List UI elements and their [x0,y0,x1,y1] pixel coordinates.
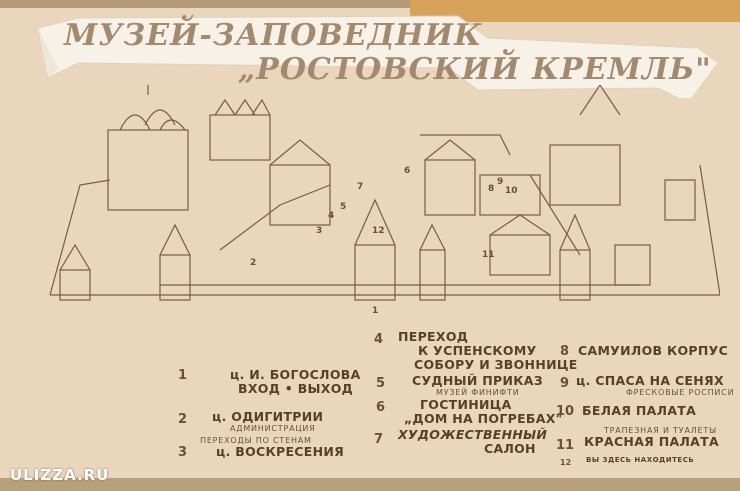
legend-label-6b: „ДОМ НА ПОГРЕБАХ" [404,411,563,426]
legend-num-1: 1 [178,368,188,383]
legend-label-9: ц. СПАСА НА СЕНЯХ [576,373,724,388]
legend-num-10: 10 [556,404,575,419]
kremlin-illustration [49,85,720,301]
legend-label-1: ц. И. БОГОСЛОВА [230,367,361,382]
map-number-9: 9 [497,177,504,187]
legend-num-8: 8 [560,344,570,359]
map-number-3: 3 [316,226,323,236]
title-line-1: МУЗЕЙ-ЗАПОВЕДНИК [64,18,483,53]
map-number-7: 7 [357,182,364,192]
map-number-1: 1 [372,306,379,316]
legend-label-6: ГОСТИНИЦА [420,397,512,412]
legend-item-1: ц. И. БОГОСЛОВА ВХОД • ВЫХОД [230,368,361,396]
map-number-11: 11 [482,250,495,260]
legend-label-4: ПЕРЕХОД [398,329,469,344]
legend-label-10: БЕЛАЯ ПАЛАТА [582,403,697,418]
legend-sub-5: МУЗЕЙ ФИНИФТИ [436,388,520,397]
map-number-12: 12 [372,226,385,236]
legend-label-7: ХУДОЖЕСТВЕННЫЙ [398,427,548,442]
legend-num-12: 12 [560,458,572,467]
legend-num-9: 9 [560,376,570,391]
title-line-2: „РОСТОВСКИЙ КРЕМЛЬ" [238,52,712,87]
legend-sub-9: ФРЕСКОВЫЕ РОСПИСИ [626,388,735,397]
legend-label-2: ц. ОДИГИТРИИ [212,409,324,424]
legend-num-5: 5 [376,376,386,391]
legend-item-2: ц. ОДИГИТРИИ АДМИНИСТРАЦИЯ [212,409,324,434]
legend-num-7: 7 [374,432,384,447]
legend-item-4: ПЕРЕХОД К УСПЕНСКОМУ СОБОРУ И ЗВОННИЦЕ [398,330,578,372]
map-number-4: 4 [328,211,335,221]
you-are-here-label: ВЫ ЗДЕСЬ НАХОДИТЕСЬ [586,456,695,464]
legend-label-4b: К УСПЕНСКОМУ [418,343,537,358]
legend-num-11: 11 [556,438,575,453]
legend-item-6: ГОСТИНИЦА „ДОМ НА ПОГРЕБАХ" [404,397,562,426]
board-top-edge [0,0,740,8]
map-number-2: 2 [250,258,257,268]
legend-item-7: ХУДОЖЕСТВЕННЫЙ САЛОН [398,428,547,456]
map-number-10: 10 [505,186,518,196]
watermark: ULIZZA.RU [10,466,110,484]
legend-label-4c: СОБОРУ И ЗВОННИЦЕ [414,357,578,372]
ground-strip [0,478,740,491]
map-number-5: 5 [340,202,347,212]
legend-num-2: 2 [178,412,188,427]
legend-num-4: 4 [374,332,384,347]
legend-sub-2: АДМИНИСТРАЦИЯ [230,424,316,433]
legend-item-5: СУДНЫЙ ПРИКАЗ МУЗЕЙ ФИНИФТИ [412,373,543,398]
legend-label-1b: ВХОД • ВЫХОД [238,381,354,396]
map-number-6: 6 [404,166,411,176]
legend-label-8: САМУИЛОВ КОРПУС [578,343,729,358]
legend-label-7b: САЛОН [484,441,536,456]
legend-num-3: 3 [178,445,188,460]
legend-label-11: КРАСНАЯ ПАЛАТА [584,434,719,449]
legend-num-6: 6 [376,400,386,415]
legend-sub-3: ПЕРЕХОДЫ ПО СТЕНАМ [200,436,312,445]
legend-item-3: ПЕРЕХОДЫ ПО СТЕНАМ ц. ВОСКРЕСЕНИЯ [200,436,344,459]
legend-sub-11: ТРАПЕЗНАЯ И ТУАЛЕТЫ [604,426,717,435]
legend-item-11: ТРАПЕЗНАЯ И ТУАЛЕТЫ КРАСНАЯ ПАЛАТА [584,426,719,449]
legend-item-10: БЕЛАЯ ПАЛАТА [582,404,696,418]
legend-label-5: СУДНЫЙ ПРИКАЗ [412,373,543,388]
background-building [410,0,740,22]
legend-item-9: ц. СПАСА НА СЕНЯХ ФРЕСКОВЫЕ РОСПИСИ [576,373,735,398]
legend-item-8: САМУИЛОВ КОРПУС [578,344,728,358]
legend-label-3: ц. ВОСКРЕСЕНИЯ [216,444,345,459]
map-number-8: 8 [488,184,495,194]
title-ribbon [38,15,718,98]
